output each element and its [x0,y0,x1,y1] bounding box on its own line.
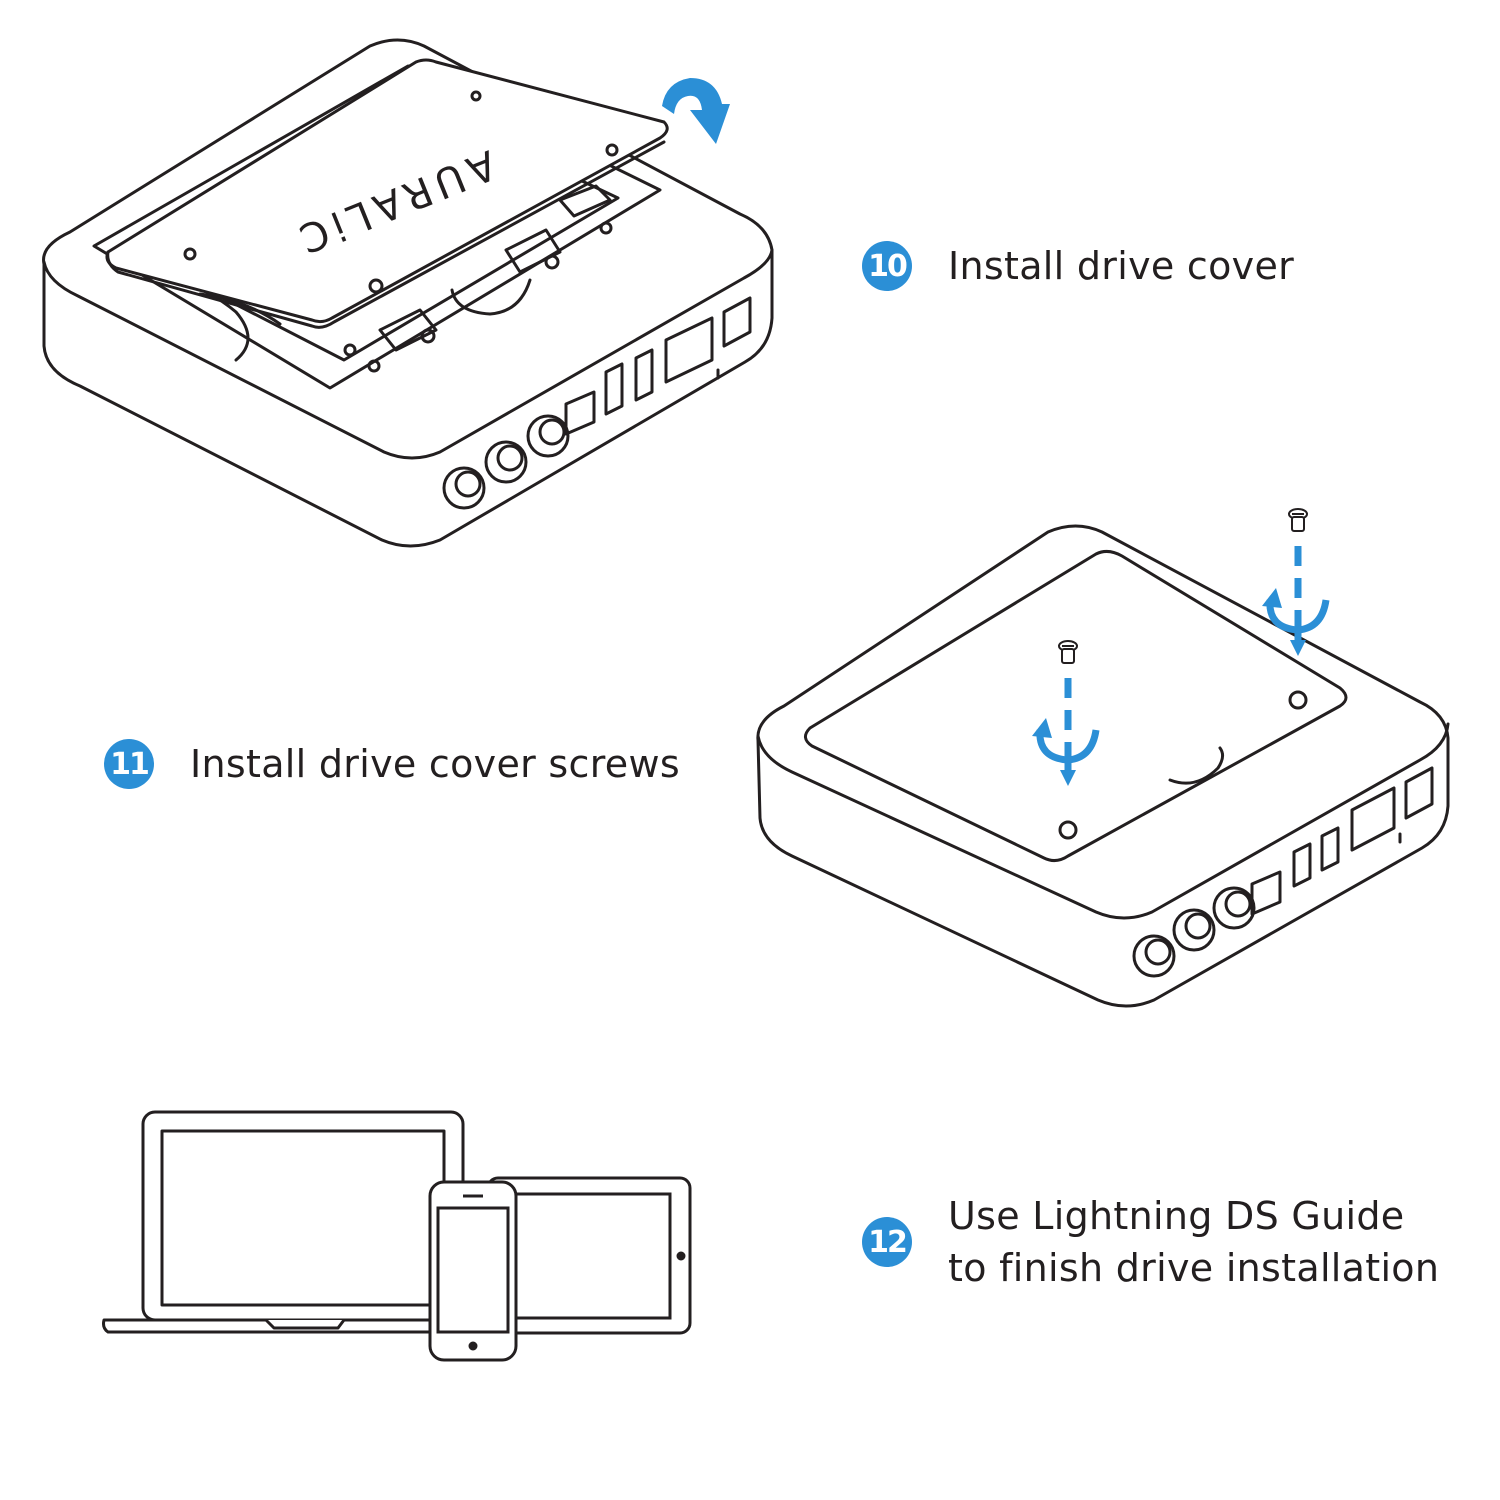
step-label: Install drive cover screws [190,742,680,786]
step-11: 11 Install drive cover screws [104,738,680,790]
device-open-cover [42,38,774,548]
step-badge: 12 [862,1217,912,1267]
device-closed-cover [756,524,1450,1008]
step-label-line: to finish drive installation [948,1246,1440,1290]
rotate-arrow-icon [662,78,730,144]
screw-down-arrow-icon [1036,678,1100,770]
laptop-icon [102,1110,465,1334]
tablet-icon [486,1176,692,1335]
screw-down-arrow-icon [1266,546,1330,640]
step-label-line: Use Lightning DS Guide [948,1194,1405,1238]
step-badge: 10 [862,241,912,291]
screw-icon [1288,508,1308,532]
step-badge: 11 [104,739,154,789]
step-label: Install drive cover [948,244,1295,288]
phone-icon [428,1180,518,1362]
screw-icon [1058,640,1078,664]
step-label: Use Lightning DS Guide to finish drive i… [948,1190,1468,1294]
step-10: 10 Install drive cover [862,240,1294,292]
step-12: 12 Use Lightning DS Guide to finish driv… [862,1190,1468,1294]
